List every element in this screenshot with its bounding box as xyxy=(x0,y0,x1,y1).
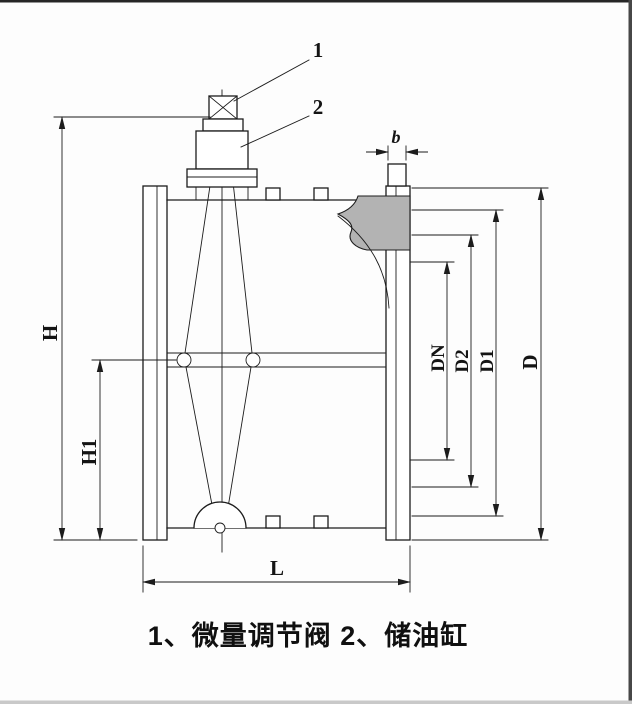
dimension-b-label: b xyxy=(392,127,401,147)
valve-body xyxy=(142,89,411,553)
oil-cylinder xyxy=(195,130,249,170)
scan-edge-bottom xyxy=(0,700,632,704)
callout-2-leader-line xyxy=(240,115,310,148)
bottom-hub xyxy=(193,501,247,534)
callout-1-leader-line xyxy=(233,59,310,102)
pivot-circle-left xyxy=(176,352,192,368)
valve-seat-shaded xyxy=(336,195,411,251)
callout-2-label: 2 xyxy=(313,95,324,119)
fitting-cross-2 xyxy=(208,95,238,120)
drawing-caption: 1、微量调节阀 2、储油缸 xyxy=(148,620,469,651)
dimension-DN: DN xyxy=(409,261,455,461)
shaft-band xyxy=(166,352,386,368)
dimension-H1-label: H1 xyxy=(77,439,101,466)
top-assembly xyxy=(186,95,258,201)
scan-edge-top xyxy=(0,0,632,3)
bottom-hub-arc xyxy=(193,501,247,529)
scan-edge-right xyxy=(628,0,632,704)
linkage-line-lower-right xyxy=(224,366,252,527)
callout-1-label: 1 xyxy=(313,38,324,62)
left-flange xyxy=(142,185,168,541)
bottom-bolt-tab-1 xyxy=(265,515,281,529)
adjust-valve-fitting xyxy=(208,95,238,120)
right-flange-hub xyxy=(387,163,407,187)
dimension-H: H xyxy=(38,116,211,541)
body-inner-curve xyxy=(337,215,390,309)
dimension-H-label: H xyxy=(38,325,62,341)
dimension-DN-label: DN xyxy=(428,344,449,372)
linkage-line-lower-left xyxy=(185,366,217,527)
dimension-D1-label: D1 xyxy=(477,349,498,372)
dimension-D-label: D xyxy=(518,354,542,369)
left-flange-outline xyxy=(142,185,168,541)
dimension-D: D xyxy=(411,187,549,541)
cap-flange-outline xyxy=(186,168,258,188)
top-bolt-tab-1 xyxy=(265,187,281,201)
top-bolt-tab-2 xyxy=(313,187,329,201)
cylinder-cap-flange xyxy=(186,168,258,188)
dimension-D2: D2 xyxy=(411,234,479,488)
dimension-L-label: L xyxy=(270,556,284,580)
dimension-D1: D1 xyxy=(411,209,504,517)
pivot-circle-right xyxy=(245,352,261,368)
callout-2: 2 xyxy=(240,95,324,148)
dimension-b: b xyxy=(366,127,428,161)
callout-1: 1 xyxy=(233,38,324,102)
dimension-D2-label: D2 xyxy=(452,349,473,372)
dimension-L: L xyxy=(142,545,411,593)
bottom-bolt-tab-2 xyxy=(313,515,329,529)
dimension-H1: H1 xyxy=(77,359,177,541)
cylinder-top-block xyxy=(202,118,244,132)
bottom-hub-pin xyxy=(214,522,226,534)
